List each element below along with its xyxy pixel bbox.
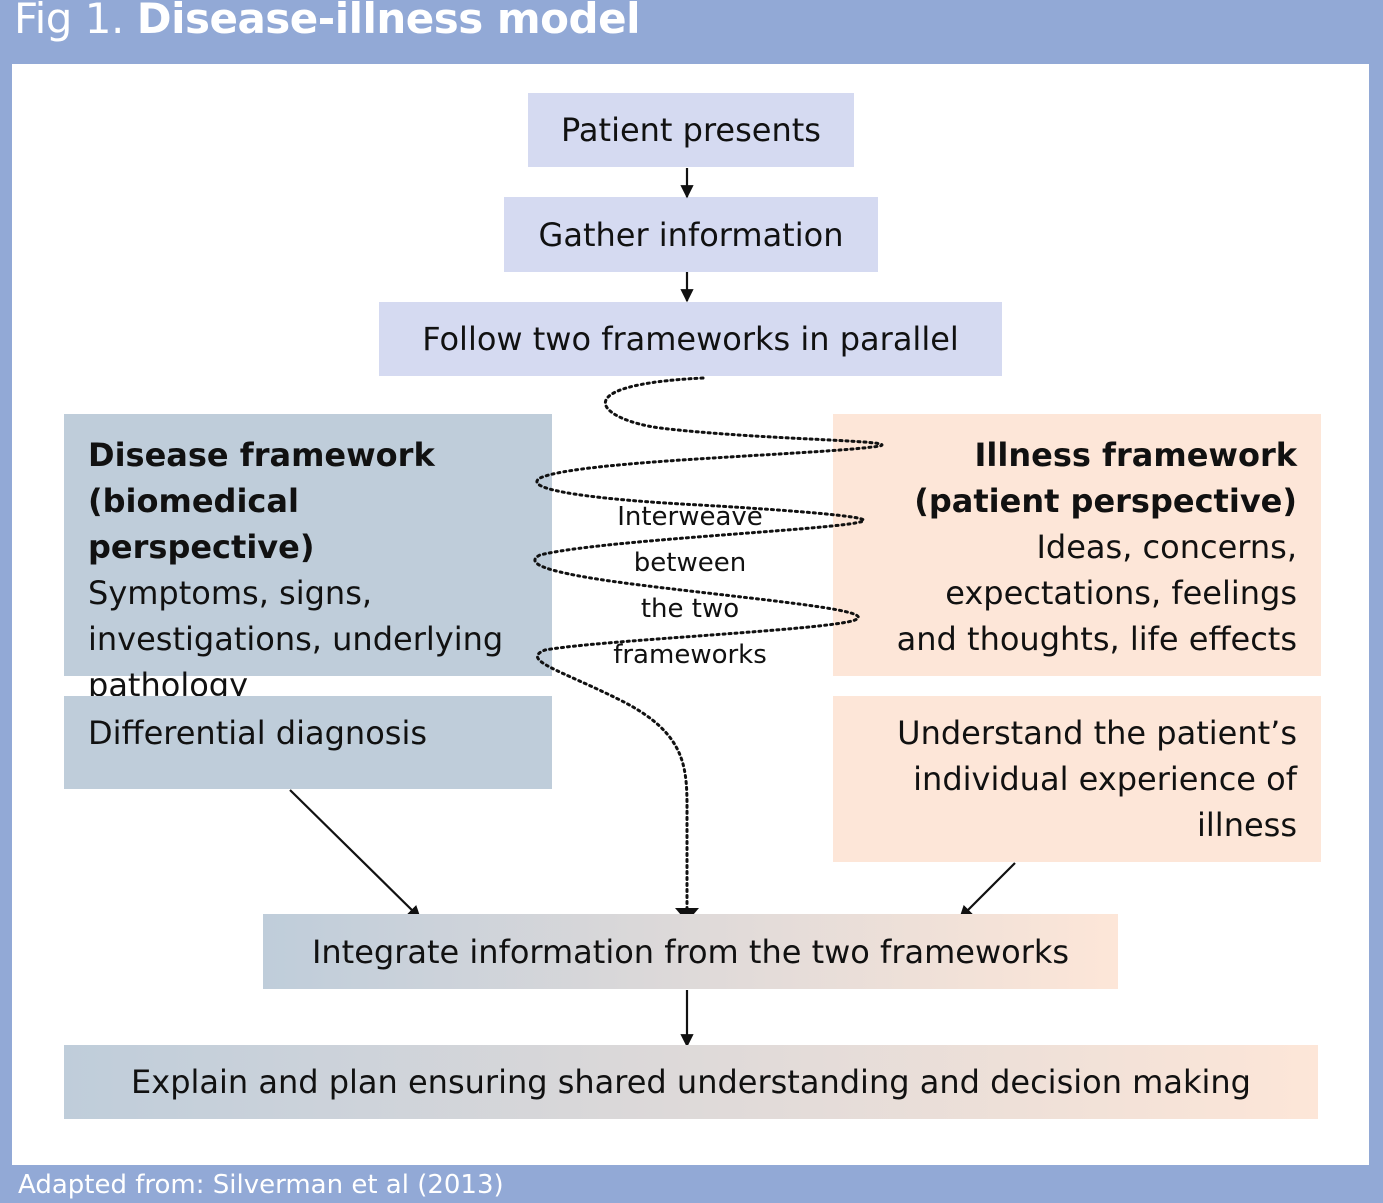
interweave-label: Interweave between the two frameworks bbox=[590, 494, 790, 678]
illness-heading-line1: Illness framework bbox=[974, 436, 1297, 474]
integrate-label: Integrate information from the two frame… bbox=[311, 932, 1070, 971]
illness-body-line2: expectations, feelings bbox=[945, 574, 1297, 612]
disease-framework-box: Disease framework (biomedical perspectiv… bbox=[64, 414, 552, 704]
arrow-diagnosis-to-integrate bbox=[289, 789, 421, 919]
explain-plan-label: Explain and plan ensuring shared underst… bbox=[131, 1063, 1251, 1101]
interweave-line3: the two bbox=[640, 594, 740, 624]
interweave-line1: Interweave bbox=[617, 502, 763, 532]
interweave-line4: frameworks bbox=[613, 640, 767, 670]
understand-line3: illness bbox=[1197, 806, 1297, 844]
interweave-line2: between bbox=[633, 548, 747, 578]
gather-information-box: Gather information bbox=[504, 197, 878, 272]
patient-presents-label: Patient presents bbox=[561, 111, 821, 149]
figure-label: Fig 1. bbox=[14, 0, 124, 43]
follow-frameworks-box: Follow two frameworks in parallel bbox=[379, 302, 1002, 376]
illness-heading-line2: (patient perspective) bbox=[914, 482, 1297, 520]
source-credit: Adapted from: Silverman et al (2013) bbox=[18, 1170, 504, 1200]
understand-line1: Understand the patient’s bbox=[897, 714, 1297, 752]
figure-title: Fig 1. Disease-illness model bbox=[14, 0, 640, 43]
disease-body-line2: investigations, underlying bbox=[88, 620, 504, 658]
understand-experience-box: Understand the patient’s individual expe… bbox=[833, 696, 1321, 862]
explain-plan-box: Explain and plan ensuring shared underst… bbox=[64, 1045, 1318, 1119]
illness-body-line1: Ideas, concerns, bbox=[1036, 528, 1297, 566]
patient-presents-box: Patient presents bbox=[528, 93, 854, 167]
gather-information-label: Gather information bbox=[538, 215, 844, 254]
understand-line2: individual experience of bbox=[913, 760, 1297, 798]
disease-body-line1: Symptoms, signs, bbox=[88, 574, 373, 612]
arrow-understand-to-integrate bbox=[959, 862, 1016, 919]
illness-body-line3: and thoughts, life effects bbox=[896, 620, 1297, 658]
disease-heading-line1: Disease framework bbox=[88, 436, 435, 474]
follow-frameworks-label: Follow two frameworks in parallel bbox=[422, 320, 959, 358]
illness-framework-box: Illness framework (patient perspective) … bbox=[833, 414, 1321, 676]
interweave-dotted-line bbox=[533, 376, 884, 912]
figure-title-text: Disease-illness model bbox=[136, 0, 641, 43]
integrate-box: Integrate information from the two frame… bbox=[263, 914, 1118, 989]
disease-heading-line2: (biomedical perspective) bbox=[88, 482, 315, 566]
differential-diagnosis-label: Differential diagnosis bbox=[88, 714, 428, 752]
differential-diagnosis-box: Differential diagnosis bbox=[64, 696, 552, 789]
